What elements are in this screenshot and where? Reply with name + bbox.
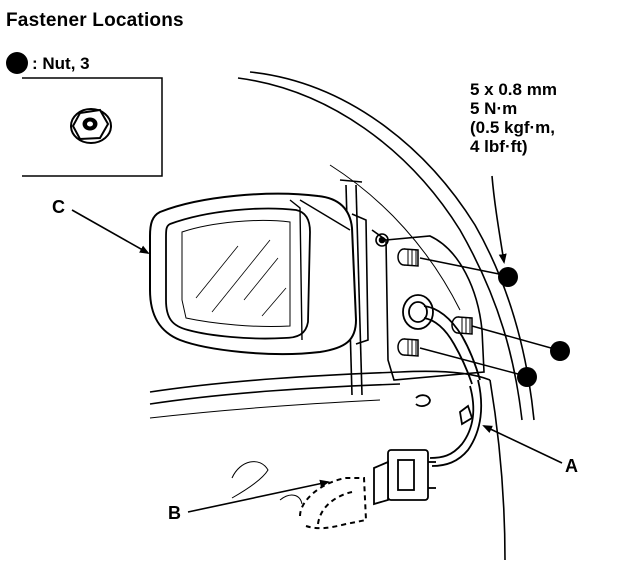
callout-a: A — [565, 456, 578, 476]
harness-connector — [373, 449, 436, 506]
nut-legend-dot-icon — [6, 52, 28, 74]
mounting-studs — [397, 248, 473, 357]
nut-legend-text: : Nut, 3 — [32, 54, 90, 73]
nut-marker-lower — [517, 367, 537, 387]
torque-spec: 5 x 0.8 mm 5 N·m (0.5 kgf·m, 4 lbf·ft) — [470, 80, 557, 156]
stud-upper — [397, 248, 419, 267]
wire-harness — [415, 379, 483, 467]
callout-c: C — [52, 197, 65, 217]
nut-marker-upper — [498, 267, 518, 287]
door-panel-lines — [231, 461, 303, 505]
stud-lower — [397, 338, 419, 357]
callout-c-arrow — [71, 209, 150, 254]
door-side-connector-hidden — [299, 477, 368, 530]
spec-line-3: (0.5 kgf·m, — [470, 118, 556, 137]
spec-arrow — [491, 175, 507, 264]
nut-detail-box — [22, 77, 163, 177]
harness-grommet — [402, 294, 481, 385]
callout-arrows — [71, 209, 563, 513]
spec-line-2: 5 N·m — [470, 99, 518, 118]
nut-leader-lines — [419, 257, 552, 375]
diagram-title: Fastener Locations — [6, 10, 184, 31]
flange-nut-icon — [70, 108, 112, 144]
mounting-bracket — [371, 229, 485, 381]
mirror-glass-shading — [195, 239, 287, 317]
callout-b: B — [168, 503, 181, 523]
spec-line-1: 5 x 0.8 mm — [470, 80, 557, 99]
spec-line-4: 4 lbf·ft) — [470, 137, 528, 156]
nut-markers — [498, 267, 570, 387]
callout-a-arrow — [482, 425, 563, 464]
mirror-assembly — [149, 192, 369, 356]
door-frame — [149, 71, 535, 561]
callout-b-arrow — [187, 479, 330, 513]
nut-marker-middle — [550, 341, 570, 361]
